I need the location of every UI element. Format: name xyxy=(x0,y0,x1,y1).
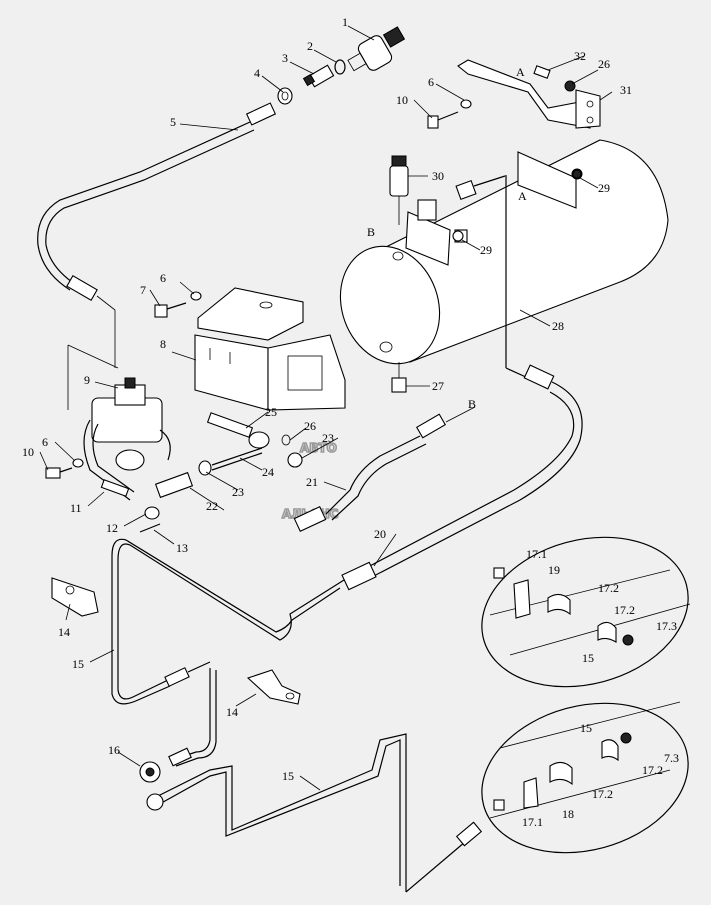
fitting-part-20 xyxy=(341,561,377,591)
label-part-11: 11 xyxy=(70,501,82,515)
hose-part-21 xyxy=(293,406,476,532)
hose-part-5 xyxy=(37,102,277,368)
label-part-12: 12 xyxy=(106,521,118,535)
valve-part-1 xyxy=(347,26,406,72)
nut-part-23-right xyxy=(287,452,303,468)
label-part-10-left: 10 xyxy=(22,445,34,459)
tube-part-15-upper xyxy=(111,538,345,705)
bolt-part-32 xyxy=(533,65,551,79)
label-part-17-2-upper-a: 17.2 xyxy=(598,581,619,595)
label-part-17-2-lower-a: 17.2 xyxy=(642,763,663,777)
label-mark-a-right: A xyxy=(518,189,527,203)
label-part-26-mid: 26 xyxy=(304,419,316,433)
label-part-4: 4 xyxy=(254,66,260,80)
part-labels: 1 2 3 4 5 6 10 32 26 31 A 30 29 A B 29 2… xyxy=(22,15,679,829)
fitting-near-tank-top xyxy=(455,175,506,201)
nut-part-29-right xyxy=(572,169,582,179)
washer-part-6-left xyxy=(72,458,84,468)
fitting-part-22 xyxy=(154,471,194,499)
washer-part-6-top xyxy=(460,99,472,109)
label-part-5: 5 xyxy=(170,115,176,129)
bolt-part-10-left xyxy=(45,467,73,479)
detail-view-lower xyxy=(481,701,689,854)
label-part-7-3-lower: 7.3 xyxy=(664,751,679,765)
unit-part-9 xyxy=(67,344,171,501)
drain-part-27 xyxy=(391,362,407,393)
watermark-line1: АВТО xyxy=(300,441,337,455)
tube-part-15-lower xyxy=(149,668,483,893)
fitting-part-23-left xyxy=(198,460,212,476)
label-part-6-top: 6 xyxy=(428,75,434,89)
pin-part-24 xyxy=(211,447,263,471)
label-part-6-left: 6 xyxy=(42,435,48,449)
label-part-17-3-upper: 17.3 xyxy=(656,619,677,633)
label-part-26-top: 26 xyxy=(598,57,610,71)
label-part-20: 20 xyxy=(374,527,386,541)
clamp-part-14-lower xyxy=(246,669,301,705)
bolt-part-10-top xyxy=(427,111,459,129)
screw-part-13 xyxy=(139,523,161,533)
label-part-29-left: 29 xyxy=(480,243,492,257)
leader-lines xyxy=(39,25,613,791)
label-part-8: 8 xyxy=(160,337,166,351)
label-part-31: 31 xyxy=(620,83,632,97)
label-part-27: 27 xyxy=(432,379,444,393)
label-part-6-mid: 6 xyxy=(160,271,166,285)
label-part-2: 2 xyxy=(307,39,313,53)
label-part-7: 7 xyxy=(140,283,146,297)
label-part-30: 30 xyxy=(432,169,444,183)
label-part-15-upper: 15 xyxy=(72,657,84,671)
label-mark-b-tank: B xyxy=(367,225,375,239)
nut-part-29-left xyxy=(452,230,464,242)
nut-part-26-top xyxy=(564,80,576,92)
label-part-9: 9 xyxy=(84,373,90,387)
washer-part-2 xyxy=(334,59,346,75)
label-part-18: 18 xyxy=(562,807,574,821)
washer-part-26-mid xyxy=(281,434,291,446)
label-part-17-2-lower-b: 17.2 xyxy=(592,787,613,801)
sensor-part-30 xyxy=(389,155,409,225)
pin-part-25 xyxy=(206,412,270,449)
label-part-25: 25 xyxy=(265,405,277,419)
label-mark-a-top: A xyxy=(516,65,525,79)
nut-part-4 xyxy=(277,87,293,105)
label-part-10-top: 10 xyxy=(396,93,408,107)
label-part-1: 1 xyxy=(342,15,348,29)
label-part-15-lower: 15 xyxy=(282,769,294,783)
label-part-24: 24 xyxy=(262,465,274,479)
label-part-14-upper: 14 xyxy=(58,625,70,639)
detail-view-upper xyxy=(481,536,691,688)
label-part-23-right: 23 xyxy=(322,431,334,445)
bracket-part-8 xyxy=(194,287,346,411)
label-part-21: 21 xyxy=(306,475,318,489)
bracket-part-31 xyxy=(457,59,601,129)
fitting-part-3 xyxy=(302,64,335,88)
washer-part-12 xyxy=(144,506,160,520)
label-part-17-1-lower: 17.1 xyxy=(522,815,543,829)
fitting-part-16 xyxy=(139,761,164,811)
label-part-32: 32 xyxy=(574,49,586,63)
label-part-29-right: 29 xyxy=(598,181,610,195)
label-part-3: 3 xyxy=(282,51,288,65)
label-part-16: 16 xyxy=(108,743,120,757)
label-part-14-lower: 14 xyxy=(226,705,238,719)
clamp-part-14-upper xyxy=(51,577,99,617)
label-part-15-detail-lower: 15 xyxy=(580,721,592,735)
label-part-19: 19 xyxy=(548,563,560,577)
bolt-part-7 xyxy=(154,302,187,318)
label-part-15-detail-upper: 15 xyxy=(582,651,594,665)
label-part-13: 13 xyxy=(176,541,188,555)
bolt-part-11 xyxy=(100,479,130,497)
label-mark-b-pipe: B xyxy=(468,397,476,411)
label-part-22: 22 xyxy=(206,499,218,513)
air-tank-part-28 xyxy=(339,139,669,365)
label-part-17-1-upper: 17.1 xyxy=(526,547,547,561)
label-part-17-2-upper-b: 17.2 xyxy=(614,603,635,617)
label-part-23-left: 23 xyxy=(232,485,244,499)
pipe-tank-right xyxy=(365,175,583,579)
label-part-28: 28 xyxy=(552,319,564,333)
